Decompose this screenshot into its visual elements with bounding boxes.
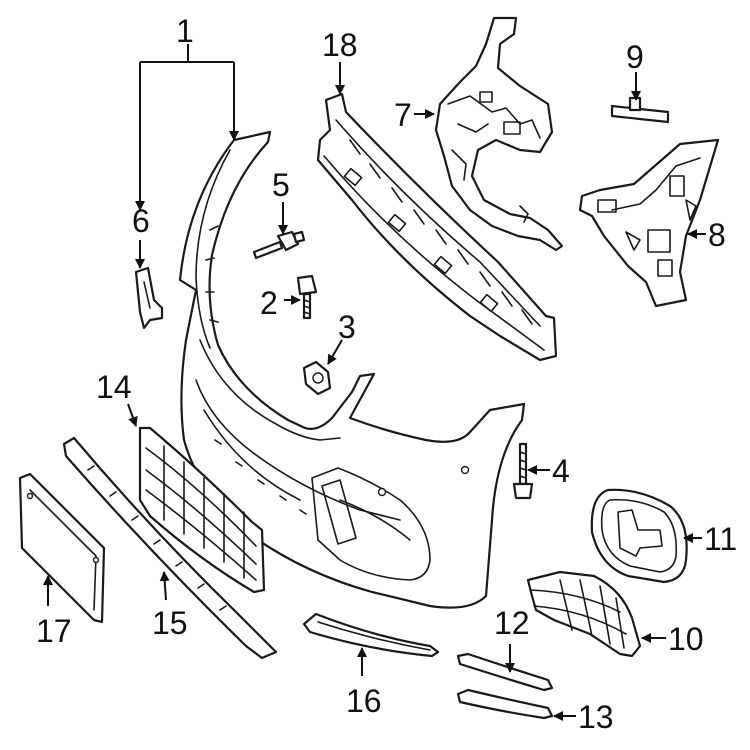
bolt (296, 274, 318, 320)
bracket-left (434, 16, 564, 252)
callout-14: 14 (96, 369, 132, 405)
center-trim-molding (302, 612, 440, 658)
callout-4: 4 (552, 453, 570, 489)
callout-3: 3 (338, 309, 356, 345)
callout-12: 12 (494, 605, 530, 641)
callout-16: 16 (346, 683, 382, 719)
callout-11: 11 (704, 521, 737, 557)
callout-10: 10 (668, 621, 704, 657)
lower-trim-strip (62, 436, 278, 660)
grille-ring (590, 488, 688, 584)
bracket-right (578, 138, 720, 308)
callout-18: 18 (322, 27, 358, 63)
grille-trim-lower (456, 688, 554, 720)
leader-lines (43, 44, 706, 721)
callout-17: 17 (36, 613, 72, 649)
nut-clip (302, 360, 332, 396)
callout-7: 7 (394, 97, 412, 133)
push-rivet (252, 230, 306, 260)
callout-2: 2 (260, 285, 278, 321)
callout-1: 1 (176, 13, 194, 49)
callout-9: 9 (626, 39, 644, 75)
lower-grille (138, 426, 266, 594)
bumper-cover (178, 130, 526, 609)
license-plate-bracket (18, 472, 106, 624)
grille-trim-upper (456, 652, 554, 692)
callout-15: 15 (152, 605, 188, 641)
callout-numbers: 1 6 5 2 3 18 7 9 8 4 11 10 12 13 14 15 1… (36, 13, 737, 735)
callout-5: 5 (272, 167, 290, 203)
callout-6: 6 (132, 203, 150, 239)
impact-absorber (316, 92, 558, 362)
fog-grille (526, 570, 642, 658)
screw (512, 442, 534, 500)
callout-13: 13 (578, 699, 614, 735)
callout-8: 8 (708, 217, 726, 253)
clip (610, 96, 670, 124)
side-bracket (134, 266, 164, 330)
